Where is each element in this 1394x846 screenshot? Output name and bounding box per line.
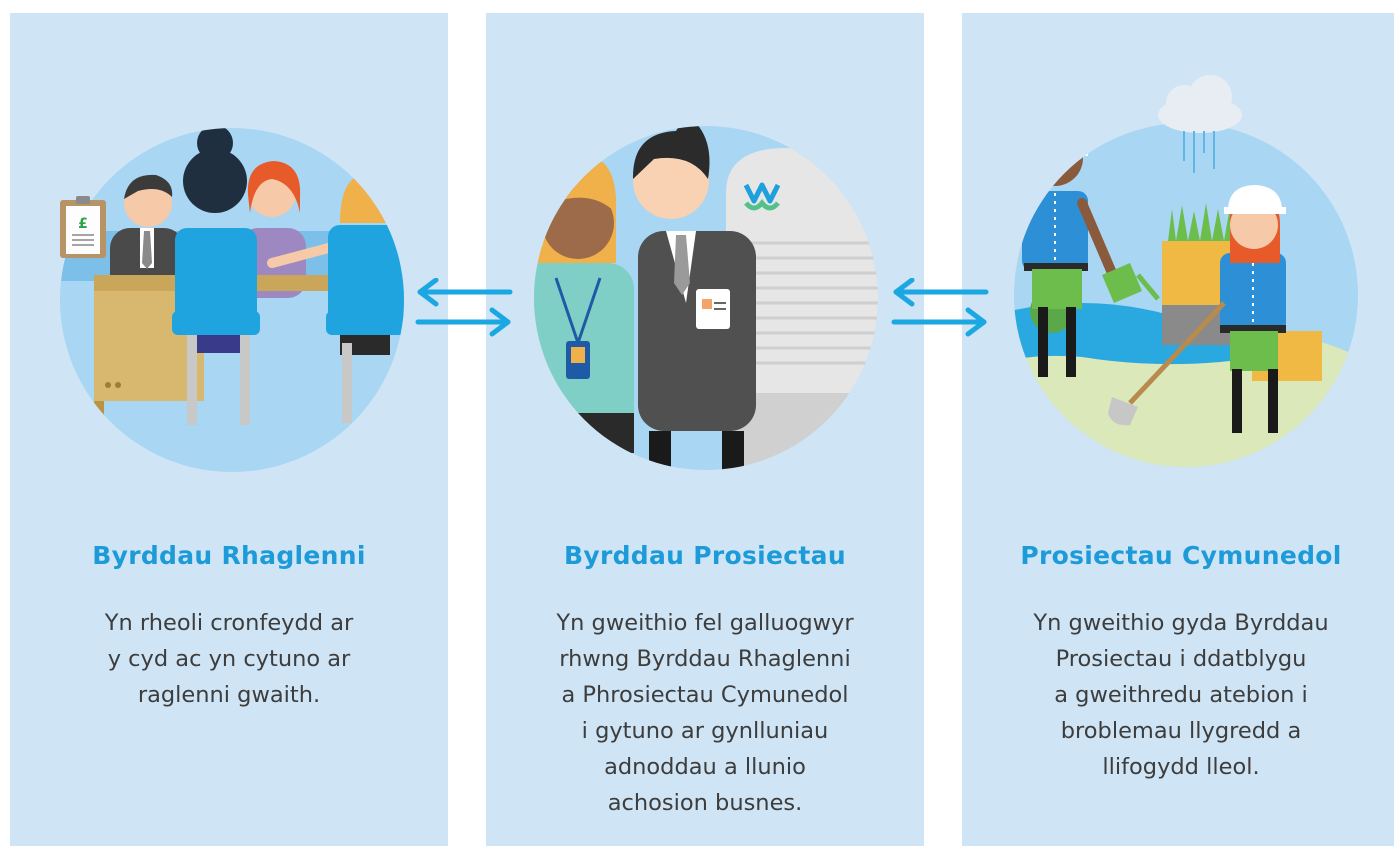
description-line: adnoddau a llunio	[604, 754, 806, 780]
bidirectional-arrows-icon	[891, 278, 989, 337]
description-line: raglenni gwaith.	[137, 682, 321, 708]
panel-title: Prosiectau Cymunedol	[1020, 541, 1342, 570]
description-line: rhwng Byrddau Rhaglenni	[559, 646, 851, 672]
panel-description: Yn gweithio gyda Byrddau Prosiectau i dd…	[982, 605, 1380, 785]
description-line: y cyd ac yn cytuno ar	[107, 646, 351, 672]
description-line: i gytuno ar gynlluniau	[581, 718, 829, 744]
description-line: a Phrosiectau Cymunedol	[561, 682, 849, 708]
panel-byrddau-rhaglenni: £ Byrddau Rhaglenni Yn rheoli cronfeydd …	[10, 13, 448, 846]
svg-text:£: £	[78, 216, 88, 232]
description-line: broblemau llygredd a	[1060, 718, 1302, 744]
panel-title: Byrddau Rhaglenni	[92, 541, 366, 570]
panel-prosiectau-cymunedol: Prosiectau Cymunedol Yn gweithio gyda By…	[962, 13, 1394, 846]
two-staff-with-badges-illustration	[534, 126, 878, 470]
description-line: achosion busnes.	[607, 790, 803, 816]
bidirectional-arrows-icon	[415, 278, 513, 337]
rain-cloud-icon	[1158, 75, 1242, 173]
meeting-at-desk-illustration: £	[60, 128, 404, 472]
description-line: Yn rheoli cronfeydd ar	[104, 610, 354, 636]
description-line: Prosiectau i ddatblygu	[1055, 646, 1307, 672]
panel-byrddau-prosiectau: Byrddau Prosiectau Yn gweithio fel gallu…	[486, 13, 924, 846]
description-line: llifogydd lleol.	[1102, 754, 1260, 780]
workers-planting-in-rain-illustration	[1014, 75, 1358, 467]
description-line: Yn gweithio gyda Byrddau	[1033, 610, 1329, 636]
panel-description: Yn rheoli cronfeydd ar y cyd ac yn cytun…	[30, 605, 428, 713]
description-line: Yn gweithio fel galluogwyr	[556, 610, 854, 636]
panel-title: Byrddau Prosiectau	[564, 541, 846, 570]
description-line: a gweithredu atebion i	[1054, 682, 1308, 708]
panel-description: Yn gweithio fel galluogwyr rhwng Byrddau…	[506, 605, 904, 821]
